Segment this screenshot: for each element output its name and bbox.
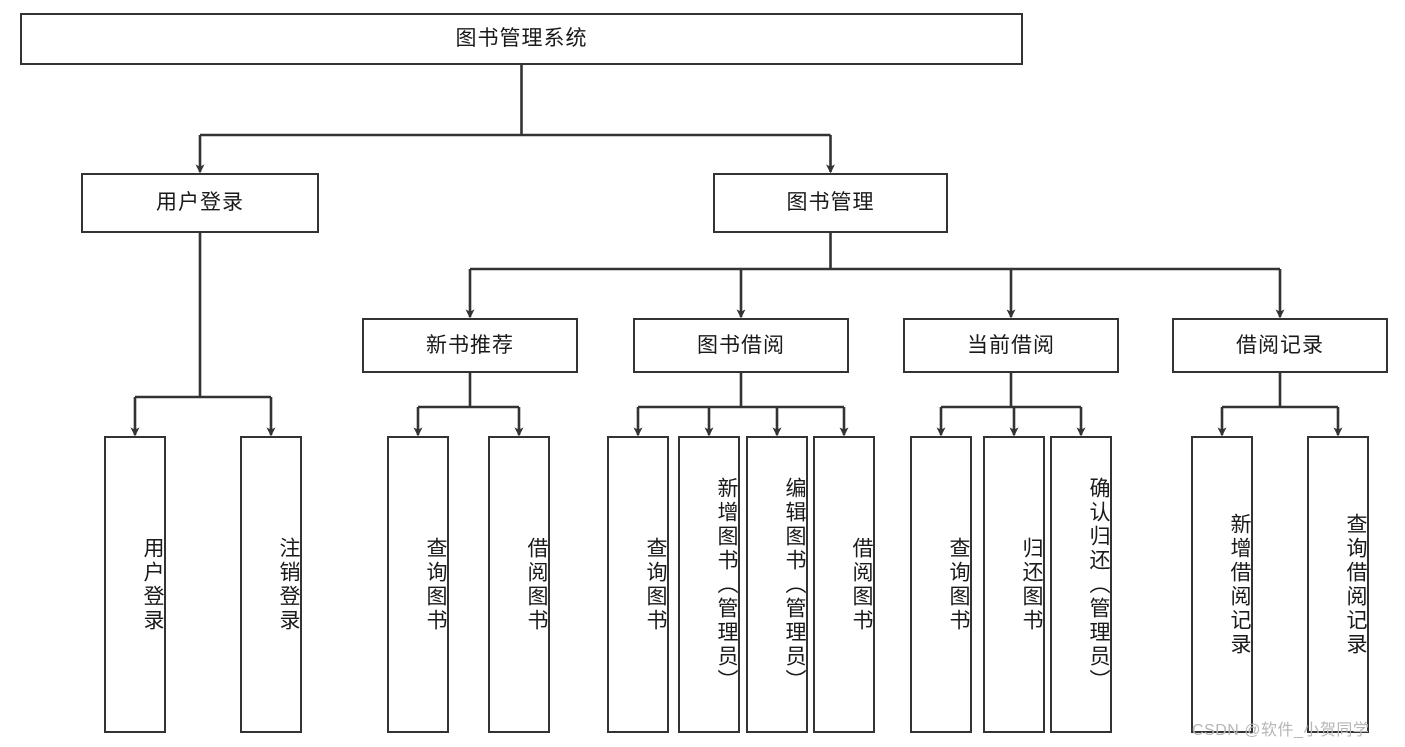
node-label: 编辑图书（管理员） [783,476,806,693]
node-user-login[interactable]: 用户登录 [81,173,319,233]
node-label: 查询图书 [424,536,447,633]
node-label: 借阅图书 [850,536,873,633]
node-label: 图书管理 [786,191,875,215]
node-leaf-query-book-2[interactable]: 查询图书 [607,436,669,733]
node-leaf-query-book-3[interactable]: 查询图书 [910,436,972,733]
node-leaf-query-record[interactable]: 查询借阅记录 [1307,436,1369,733]
node-label: 确认归还（管理员） [1087,476,1110,693]
node-borrow-record[interactable]: 借阅记录 [1172,318,1388,373]
node-leaf-user-login[interactable]: 用户登录 [104,436,166,733]
node-leaf-add-book[interactable]: 新增图书（管理员） [678,436,740,733]
node-leaf-return-book[interactable]: 归还图书 [983,436,1045,733]
node-leaf-query-book-1[interactable]: 查询图书 [387,436,449,733]
node-label: 归还图书 [1020,536,1043,633]
node-leaf-confirm-return[interactable]: 确认归还（管理员） [1050,436,1112,733]
watermark-text: CSDN @软件_小贺同学 [1192,722,1370,739]
node-label: 查询借阅记录 [1344,512,1367,657]
node-leaf-logout[interactable]: 注销登录 [240,436,302,733]
node-label: 用户登录 [156,191,244,215]
node-label: 查询图书 [644,536,667,633]
node-new-book-rec[interactable]: 新书推荐 [362,318,578,373]
node-root[interactable]: 图书管理系统 [20,13,1023,65]
node-label: 新增图书（管理员） [715,476,738,693]
node-label: 图书借阅 [697,333,785,357]
node-leaf-borrow-book-2[interactable]: 借阅图书 [813,436,875,733]
node-label: 新增借阅记录 [1228,512,1251,657]
node-label: 借阅记录 [1236,333,1324,357]
node-book-mgmt[interactable]: 图书管理 [713,173,948,233]
node-leaf-borrow-book-1[interactable]: 借阅图书 [488,436,550,733]
node-label: 当前借阅 [967,333,1055,357]
node-current-borrow[interactable]: 当前借阅 [903,318,1119,373]
node-label: 查询图书 [947,536,970,633]
node-leaf-edit-book[interactable]: 编辑图书（管理员） [746,436,808,733]
node-leaf-add-record[interactable]: 新增借阅记录 [1191,436,1253,733]
node-label: 借阅图书 [525,536,548,633]
node-label: 图书管理系统 [455,27,588,51]
node-book-borrow[interactable]: 图书借阅 [633,318,849,373]
node-label: 新书推荐 [426,333,514,357]
node-label: 注销登录 [277,536,300,633]
node-label: 用户登录 [141,536,164,633]
